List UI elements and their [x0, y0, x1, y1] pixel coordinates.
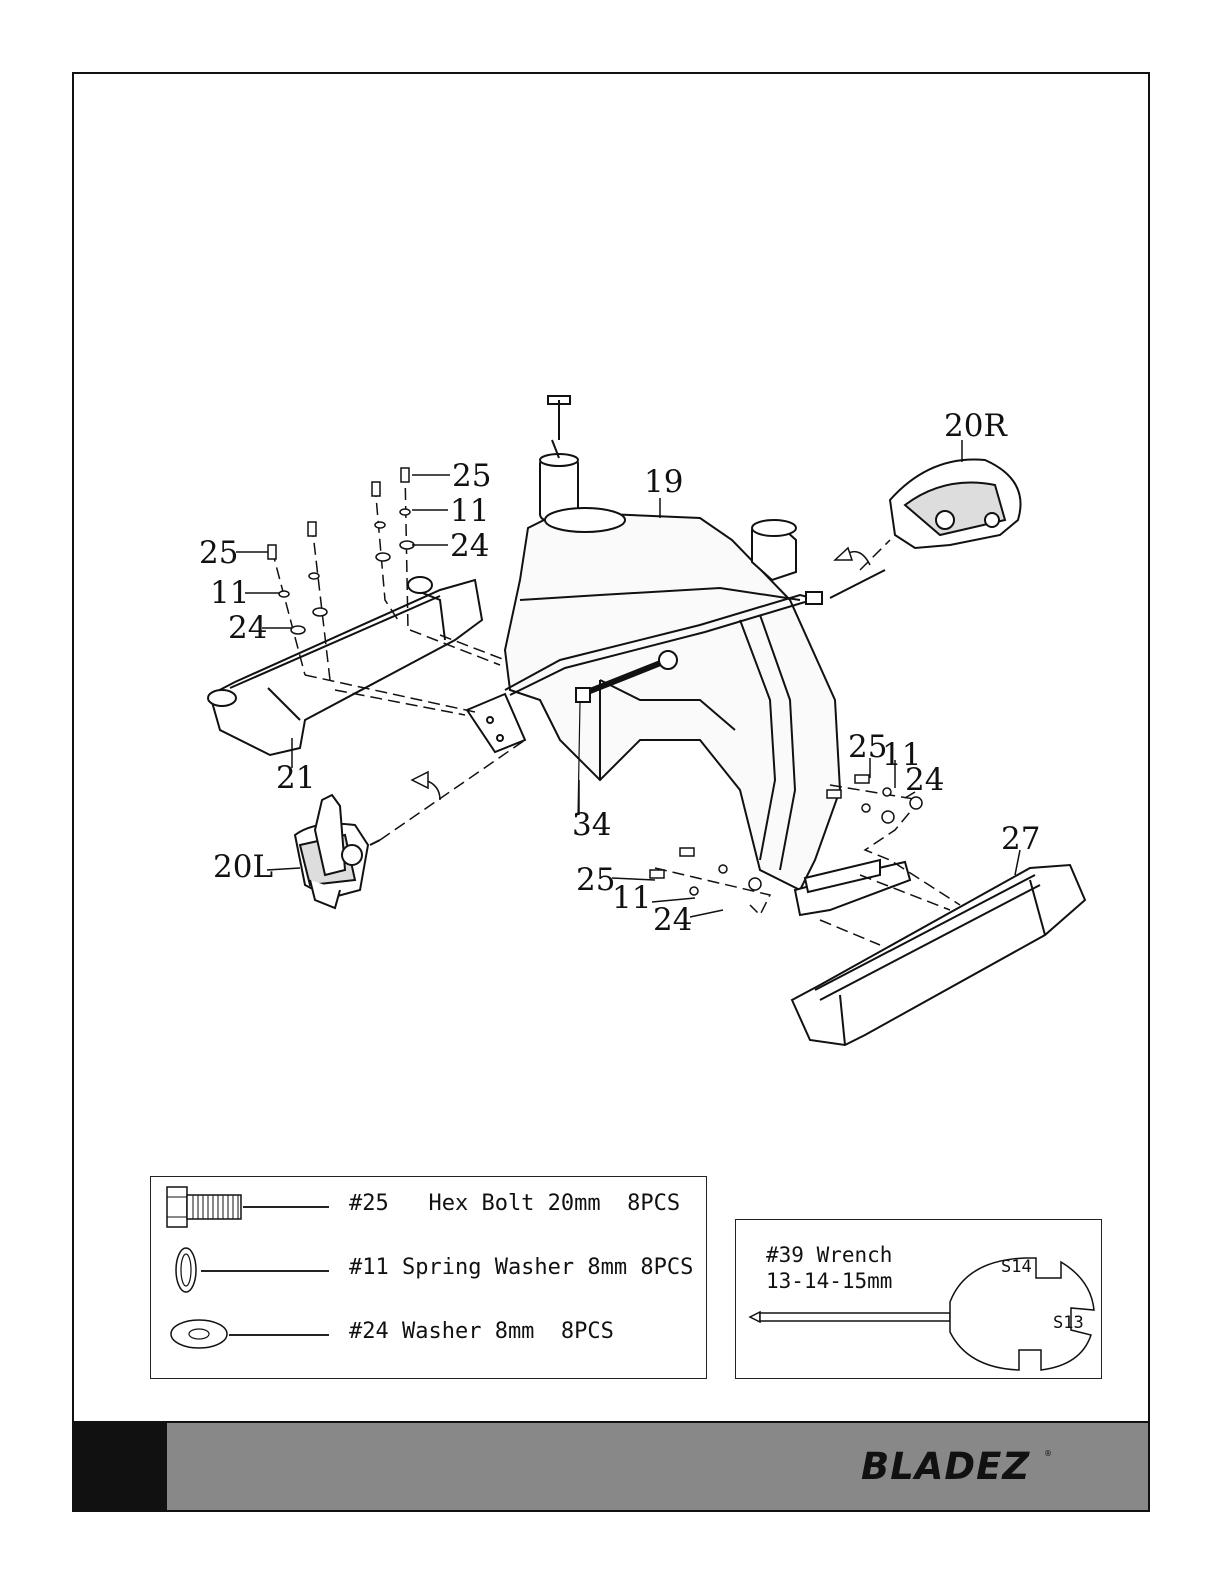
- callout-24-left: 24: [228, 610, 267, 646]
- hardware-row-spring-washer: #11 Spring Washer 8mm 8PCS: [151, 1245, 708, 1297]
- hardware-label-bolt: #25 Hex Bolt 20mm 8PCS: [349, 1191, 680, 1216]
- tool-panel: #39 Wrench 13-14-15mm S14 S13: [735, 1219, 1102, 1379]
- flat-washer-icon: [169, 1315, 229, 1353]
- callout-19: 19: [644, 464, 683, 500]
- brand-logo: BLADEZ: [861, 1445, 1030, 1488]
- callout-11-left: 11: [210, 575, 249, 611]
- callout-11-lower: 11: [612, 880, 651, 916]
- callout-25-left: 25: [199, 535, 238, 571]
- hardware-leader: [201, 1270, 329, 1272]
- callout-25-upper: 25: [452, 458, 491, 494]
- left-pedal-drawing: [295, 795, 380, 908]
- footer-bar: BLADEZ ®: [72, 1421, 1150, 1512]
- wrench-slot-s14: S14: [1001, 1257, 1032, 1277]
- hardware-leader: [243, 1206, 329, 1208]
- spring-washer-icon: [171, 1245, 201, 1295]
- main-frame-drawing: [467, 396, 910, 915]
- right-pedal-drawing: [806, 460, 1021, 605]
- callout-20l: 20L: [213, 849, 273, 885]
- hardware-row-washer: #24 Washer 8mm 8PCS: [151, 1309, 708, 1361]
- callout-21: 21: [276, 760, 315, 796]
- callout-34: 34: [572, 807, 611, 843]
- callout-24-lower: 24: [653, 902, 692, 938]
- hardware-row-bolt: #25 Hex Bolt 20mm 8PCS: [151, 1181, 708, 1233]
- callout-24-rear: 24: [905, 762, 944, 798]
- wrench-icon: S14 S13: [736, 1220, 1101, 1378]
- callout-24-upper: 24: [450, 528, 489, 564]
- hex-bolt-icon: [165, 1185, 243, 1229]
- footer-tab: [74, 1423, 167, 1510]
- hardware-leader: [229, 1334, 329, 1336]
- hardware-label-washer: #24 Washer 8mm 8PCS: [349, 1319, 614, 1344]
- hardware-list: #25 Hex Bolt 20mm 8PCS #11 Spring Washer…: [150, 1176, 707, 1379]
- callout-11-upper: 11: [450, 493, 489, 529]
- brand-registered-mark: ®: [1044, 1449, 1052, 1458]
- wrench-slot-s13: S13: [1053, 1313, 1084, 1333]
- callout-20r: 20R: [944, 408, 1008, 444]
- callout-25-lower: 25: [576, 862, 615, 898]
- callout-27: 27: [1001, 821, 1040, 857]
- hardware-label-spring-washer: #11 Spring Washer 8mm 8PCS: [349, 1255, 693, 1280]
